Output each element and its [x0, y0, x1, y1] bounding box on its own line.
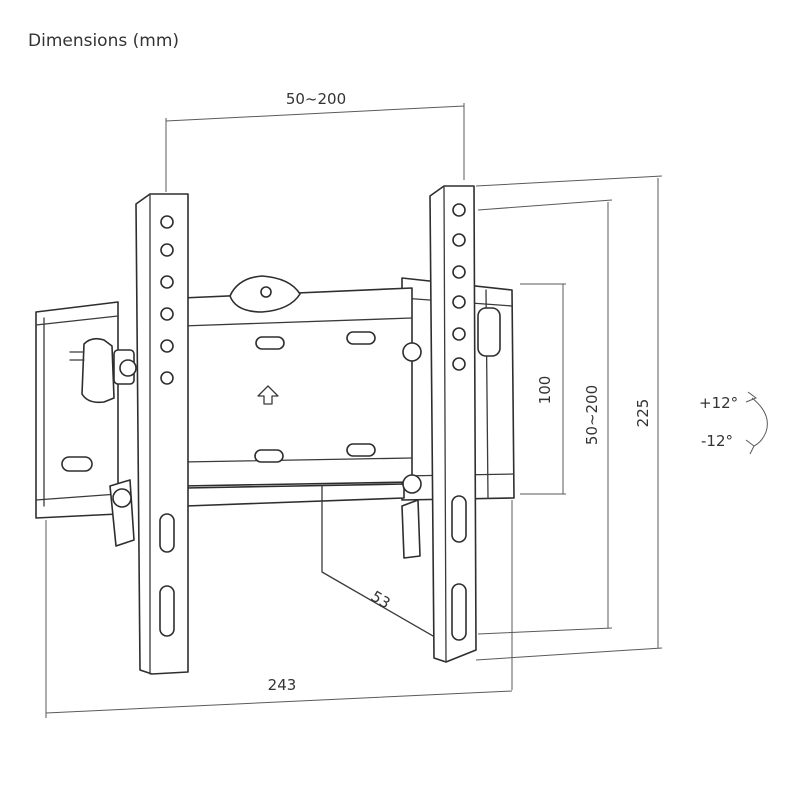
tv-mount-illustration [35, 185, 515, 675]
dim-wall-plate-height: 100 [536, 376, 554, 405]
dim-depth: 53 [368, 587, 394, 612]
tilt-arc-icon [751, 397, 768, 447]
tilt-knob-left [69, 337, 137, 404]
center-plate [181, 275, 441, 641]
dim-overall-height: 225 [634, 399, 652, 428]
dim-vesa-vertical: 50~200 [583, 385, 601, 445]
dim-overall-width: 243 [268, 676, 297, 694]
lock-screws [109, 342, 422, 559]
hinge-right [477, 307, 501, 357]
tilt-up-label: +12° [699, 394, 738, 412]
left-vertical-arm [135, 193, 189, 675]
up-arrow-icon [257, 385, 279, 405]
tilt-indicator: +12° -12° [699, 391, 768, 455]
right-vertical-arm [429, 185, 477, 663]
dim-vesa-horizontal: 50~200 [286, 90, 346, 108]
page-title: Dimensions (mm) [28, 31, 179, 51]
wall-slot-left [61, 456, 93, 472]
tilt-down-label: -12° [701, 432, 733, 450]
